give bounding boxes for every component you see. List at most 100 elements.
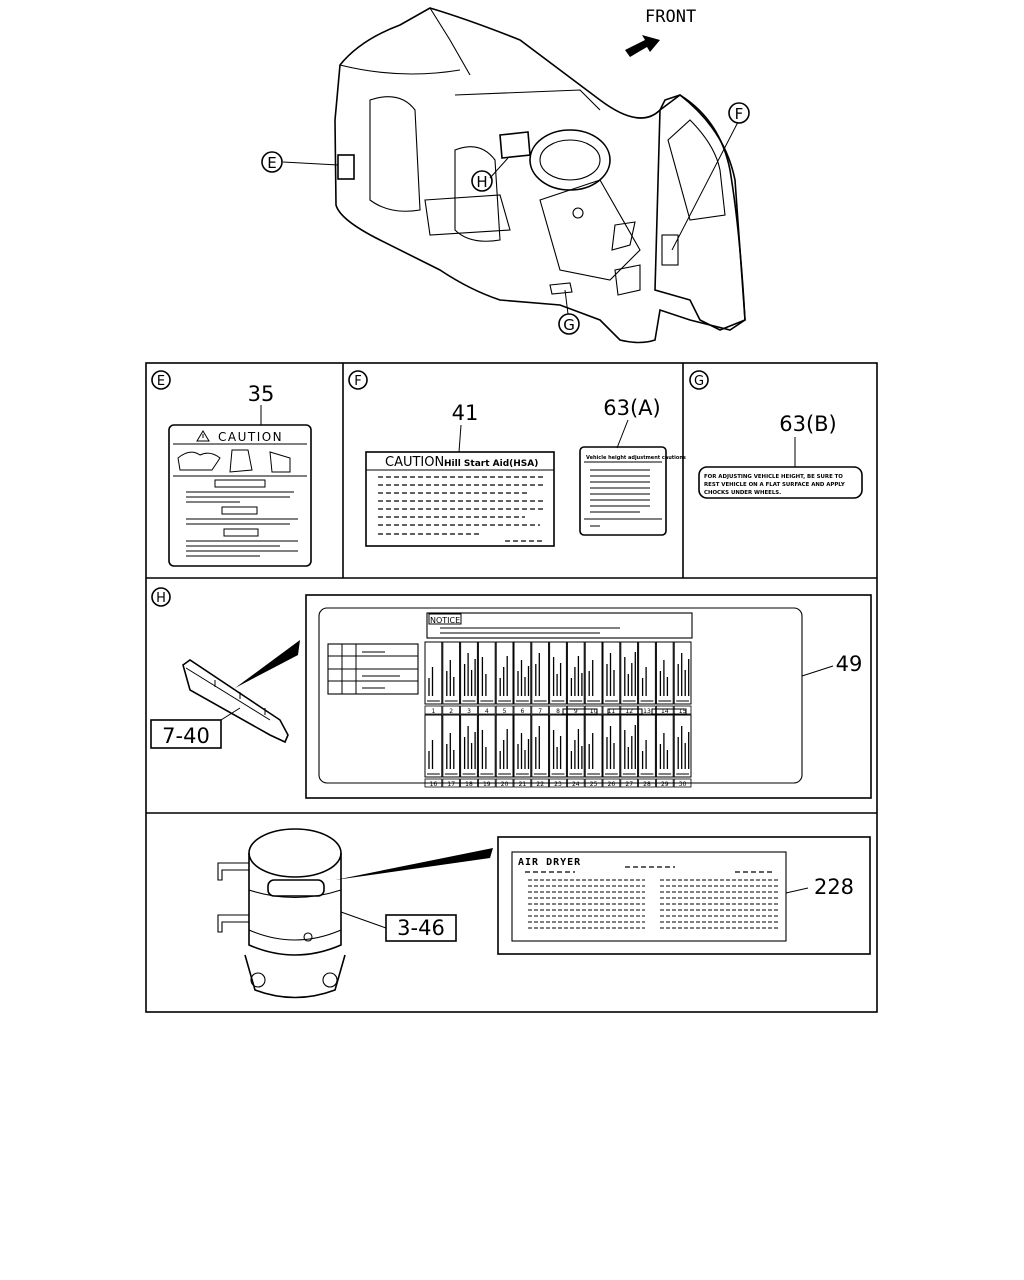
fuse-number: 18	[465, 781, 473, 788]
part-49: 49	[836, 652, 863, 676]
fuse-cell: 11	[602, 641, 621, 715]
front-arrow-icon	[625, 35, 660, 57]
fuse-cell: 24	[566, 714, 585, 788]
svg-text:G: G	[563, 316, 575, 334]
panel-g-letter: G	[694, 374, 704, 389]
fuse-cell: 2	[442, 641, 461, 715]
caution-41-text: CAUTION	[385, 455, 444, 470]
fuse-cell: 19	[477, 714, 496, 788]
fuse-number: 24	[572, 781, 580, 788]
fuse-number: 14	[661, 708, 669, 715]
panel-h-letter: H	[156, 591, 166, 606]
panel-e-letter: E	[157, 374, 165, 389]
fuse-cell: 1	[424, 641, 443, 715]
callout-g-top: G	[558, 313, 580, 335]
part-228: 228	[814, 875, 854, 899]
panel-air-dryer: 3-46 AIR DRYER 228	[217, 828, 871, 999]
fuse-number: 12	[625, 708, 633, 715]
fuse-cell: 22	[531, 714, 550, 788]
panel-g: G 63(B) FOR ADJUSTING VEHICLE HEIGHT, BE…	[689, 370, 863, 499]
fuse-cell: 30	[673, 714, 692, 788]
fuse-cell: 3	[460, 641, 478, 715]
fuse-number: 3	[467, 708, 471, 715]
part-63a: 63(A)	[603, 396, 660, 420]
panel-f: F 41 CAUTION Hill Start Aid(HSA) 63(A) V…	[348, 370, 686, 547]
fuse-number: 29	[661, 781, 669, 788]
caution-35-text: CAUTION	[218, 430, 283, 444]
callout-f-top: F	[728, 102, 750, 124]
callout-h-top: H	[471, 170, 493, 192]
fuse-cell: 7	[531, 641, 550, 715]
air-dryer-228-text: AIR DRYER	[518, 857, 581, 868]
fuse-cell: 28	[638, 714, 656, 788]
fuse-number: 20	[501, 781, 509, 788]
panel-e: E 35 CAUTION	[151, 370, 312, 567]
fuse-number: 28	[643, 781, 651, 788]
fuse-cell: 6	[513, 641, 532, 715]
fuse-number: 6	[520, 708, 524, 715]
fuse-cell: 9	[566, 641, 585, 715]
fuse-number: 23	[554, 781, 562, 788]
fuse-cell: 15	[673, 641, 692, 715]
fuse-cell: 14	[655, 641, 674, 715]
fuse-cell: 27	[620, 714, 639, 788]
part-3-46: 3-46	[397, 916, 445, 940]
label-63a-title: Vehicle height adjustment cautions	[586, 455, 686, 461]
fuse-number: 9	[574, 708, 578, 715]
fuse-cell: 8	[549, 641, 567, 715]
part-63b: 63(B)	[779, 412, 837, 436]
fuse-cell: 13	[638, 641, 656, 715]
fuse-cell: 20	[495, 714, 514, 788]
svg-text:E: E	[267, 154, 276, 172]
fuse-number: 7	[538, 708, 542, 715]
start-aid-41-text: Hill Start Aid(HSA)	[444, 459, 538, 469]
fuse-cell: 5	[495, 641, 514, 715]
fuse-number: 13	[643, 708, 651, 715]
label-63b-line2: REST VEHICLE ON A FLAT SURFACE AND APPLY	[704, 482, 845, 488]
fuse-cell: 21	[513, 714, 532, 788]
fuse-number: 1	[431, 708, 435, 715]
fuse-number: 10	[590, 708, 598, 715]
fuse-number: 8	[556, 708, 560, 715]
fuse-number: 11	[608, 708, 616, 715]
fuse-number: 25	[590, 781, 598, 788]
fuse-number: 21	[519, 781, 527, 788]
fuse-number: 2	[449, 708, 453, 715]
fuse-number: 15	[679, 708, 687, 715]
detail-grid	[145, 362, 878, 1013]
fuse-number: 16	[430, 781, 438, 788]
panel-f-letter: F	[354, 374, 361, 389]
notice-49-text: NOTICE	[430, 616, 460, 625]
fuse-number: 4	[485, 708, 489, 715]
fuse-cell: 17	[442, 714, 461, 788]
fuse-cell: 18	[460, 714, 478, 788]
fuse-number: 27	[625, 781, 633, 788]
warning-triangle-icon	[196, 430, 210, 442]
fuse-cell: 10	[584, 641, 603, 715]
fuse-cell: 23	[549, 714, 567, 788]
fuse-row-bottom: 16 17 18 19 20 21 22 23 24 25 26 27 28 29 30	[424, 714, 692, 788]
fuse-number: 26	[608, 781, 616, 788]
fuse-cell: 4	[477, 641, 496, 715]
callout-e-top: E	[261, 151, 283, 173]
fuse-cell: 25	[584, 714, 603, 788]
part-35: 35	[248, 382, 275, 406]
fuse-cell: 26	[602, 714, 621, 788]
label-63b-line3: CHOCKS UNDER WHEELS.	[704, 490, 781, 496]
fuse-number: 22	[536, 781, 544, 788]
label-63b-line1: FOR ADJUSTING VEHICLE HEIGHT, BE SURE TO	[704, 474, 843, 480]
fuse-cell: 16	[424, 714, 443, 788]
fuse-number: 30	[679, 781, 687, 788]
front-label: FRONT	[645, 7, 696, 27]
fuse-number: 19	[483, 781, 491, 788]
fuse-cell: 29	[655, 714, 674, 788]
fuse-number: 17	[447, 781, 455, 788]
fuse-cell: 12	[620, 641, 639, 715]
part-41: 41	[452, 401, 479, 425]
svg-text:F: F	[735, 105, 744, 123]
svg-text:H: H	[476, 173, 487, 191]
part-7-40: 7-40	[162, 724, 210, 748]
